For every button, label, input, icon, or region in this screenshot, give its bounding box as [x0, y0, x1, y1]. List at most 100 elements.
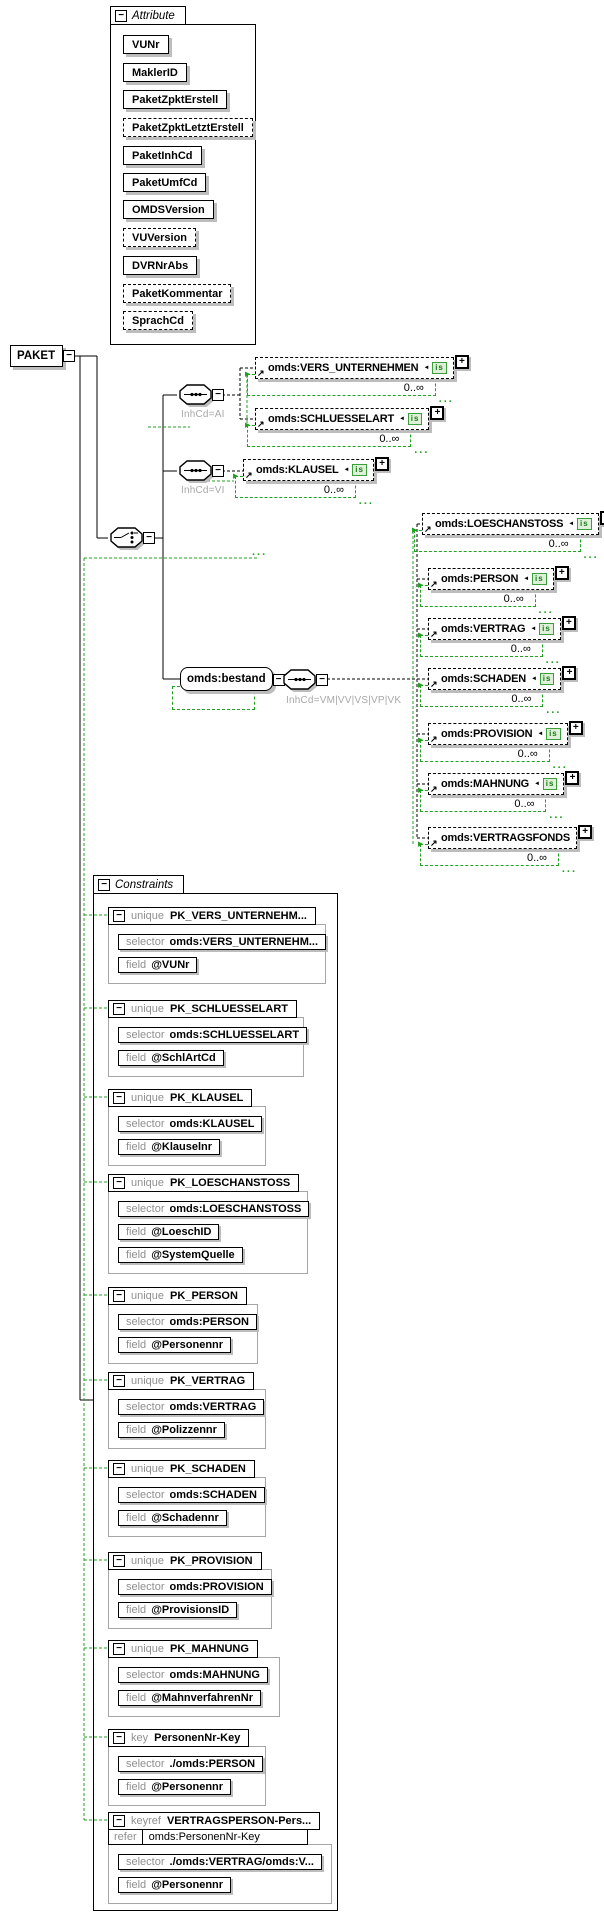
collapse-icon[interactable]: −: [113, 1177, 125, 1189]
attribute-paketzpkterstell[interactable]: PaketZpktErstell: [123, 90, 228, 109]
expand-icon[interactable]: +: [599, 511, 604, 525]
constraint-tab[interactable]: − unique PK_SCHADEN: [108, 1460, 255, 1478]
expand-icon[interactable]: +: [568, 721, 583, 735]
selector-row[interactable]: selector omds:SCHADEN: [118, 1487, 265, 1503]
selector-value: omds:LOESCHANSTOSS: [169, 1203, 302, 1215]
field-row[interactable]: field @VUNr: [118, 957, 198, 973]
field-row[interactable]: field @Personennr: [118, 1337, 232, 1353]
element-box[interactable]: ↗ omds:MAHNUNG ◄ is +: [428, 771, 580, 795]
field-row[interactable]: field @Polizzennr: [118, 1422, 225, 1438]
sequence-compositor-bestand[interactable]: −: [281, 666, 328, 694]
element-box[interactable]: ↗ omds:VERS_UNTERNEHMEN ◄ is +: [255, 355, 469, 379]
field-row[interactable]: field @Klauselnr: [118, 1139, 221, 1155]
element-box[interactable]: ↗ omds:PROVISION ◄ is +: [428, 721, 583, 745]
attribute-vunr[interactable]: VUNr: [123, 35, 169, 54]
element-box[interactable]: ↗ omds:SCHLUESSELART ◄ is +: [255, 406, 445, 430]
collapse-icon[interactable]: −: [143, 532, 155, 544]
element-box[interactable]: ↗ omds:PERSON ◄ is +: [428, 566, 569, 590]
element-box[interactable]: ↗ omds:VERTRAGSFONDS +: [428, 825, 593, 849]
selector-row[interactable]: selector omds:KLAUSEL: [118, 1116, 263, 1132]
collapse-icon[interactable]: −: [98, 878, 110, 891]
selector-row[interactable]: selector omds:PERSON: [118, 1314, 257, 1330]
collapse-icon[interactable]: −: [212, 389, 224, 401]
collapse-icon[interactable]: −: [113, 1375, 125, 1387]
collapse-icon[interactable]: −: [113, 1003, 125, 1015]
field-row[interactable]: field @LoeschID: [118, 1224, 220, 1240]
collapse-icon[interactable]: −: [113, 1290, 125, 1302]
element-box[interactable]: ↗ omds:VERTRAG ◄ is +: [428, 616, 576, 640]
selector-row[interactable]: selector ./omds:PERSON: [118, 1756, 264, 1772]
collapse-icon[interactable]: −: [63, 350, 75, 362]
constraint-tab[interactable]: − unique PK_KLAUSEL: [108, 1089, 253, 1107]
identity-constraint-badge: is: [532, 573, 547, 585]
selector-row[interactable]: selector omds:PROVISION: [118, 1579, 272, 1595]
selector-row[interactable]: selector omds:MAHNUNG: [118, 1667, 268, 1683]
selector-row[interactable]: selector omds:VERTRAG: [118, 1399, 265, 1415]
sequence-compositor-vi[interactable]: −: [177, 457, 224, 485]
sequence-compositor-ai[interactable]: −: [177, 381, 224, 409]
expand-icon[interactable]: +: [565, 771, 580, 785]
collapse-icon[interactable]: −: [113, 1555, 125, 1567]
element-paket[interactable]: PAKET −: [10, 345, 75, 367]
selector-value: omds:KLAUSEL: [169, 1118, 255, 1130]
constraint-tab[interactable]: − unique PK_VERS_UNTERNEHM...: [108, 907, 316, 925]
collapse-icon[interactable]: −: [113, 1092, 125, 1104]
attribute-paketkommentar[interactable]: PaketKommentar: [123, 284, 232, 303]
constraint-tab[interactable]: − key PersonenNr-Key: [108, 1729, 250, 1747]
element-box[interactable]: ↗ omds:LOESCHANSTOSS ◄ is +: [422, 511, 604, 535]
field-row[interactable]: field @Personennr: [118, 1779, 232, 1795]
collapse-icon[interactable]: −: [113, 1643, 125, 1655]
expand-icon[interactable]: +: [554, 566, 569, 580]
field-row[interactable]: field @Schadennr: [118, 1510, 227, 1526]
attribute-omdsversion[interactable]: OMDSVersion: [123, 200, 214, 219]
constraints-panel-tab[interactable]: − Constraints: [93, 875, 185, 894]
constraint-tab[interactable]: − unique PK_VERTRAG: [108, 1372, 255, 1390]
expand-icon[interactable]: +: [562, 666, 577, 680]
element-label: omds:SCHLUESSELART: [268, 413, 394, 425]
selector-row[interactable]: selector ./omds:VERTRAG/omds:V...: [118, 1854, 322, 1870]
constraint-tab[interactable]: − unique PK_PERSON: [108, 1287, 247, 1305]
occurrence-dots: ...: [252, 546, 268, 558]
expand-icon[interactable]: +: [454, 355, 469, 369]
collapse-icon[interactable]: −: [113, 1463, 125, 1475]
constraint-tab[interactable]: − unique PK_PROVISION: [108, 1552, 262, 1570]
expand-icon[interactable]: +: [561, 616, 576, 630]
element-box[interactable]: ↗ omds:SCHADEN ◄ is +: [428, 666, 577, 690]
selector-value: ./omds:PERSON: [169, 1758, 256, 1770]
collapse-icon[interactable]: −: [113, 910, 125, 922]
constraint-tab[interactable]: − unique PK_LOESCHANSTOSS: [108, 1174, 300, 1192]
selector-row[interactable]: selector omds:SCHLUESSELART: [118, 1027, 308, 1043]
attribute-vuversion[interactable]: VUVersion: [123, 228, 197, 247]
field-row[interactable]: field @SchlArtCd: [118, 1050, 224, 1066]
collapse-icon[interactable]: −: [113, 1815, 125, 1827]
attribute-sprachcd[interactable]: SprachCd: [123, 311, 193, 330]
field-row[interactable]: field @MahnverfahrenNr: [118, 1690, 261, 1706]
selector-row[interactable]: selector omds:VERS_UNTERNEHM...: [118, 934, 327, 950]
choice-compositor[interactable]: −: [108, 524, 155, 552]
constraint-pk-schaden: − unique PK_SCHADEN selector omds:SCHADE…: [108, 1458, 266, 1537]
attribute-maklerid[interactable]: MaklerID: [123, 63, 187, 82]
constraint-tab[interactable]: − keyref VERTRAGSPERSON-Pers...: [108, 1812, 321, 1830]
collapse-icon[interactable]: −: [212, 465, 224, 477]
occurrence-range: 0..∞: [526, 852, 548, 864]
selector-row[interactable]: selector omds:LOESCHANSTOSS: [118, 1201, 310, 1217]
expand-icon[interactable]: +: [374, 457, 389, 471]
element-bestand[interactable]: omds:bestand −: [180, 667, 285, 691]
expand-icon[interactable]: +: [578, 825, 593, 839]
attribute-dvrnrabs[interactable]: DVRNrAbs: [123, 256, 198, 275]
field-row[interactable]: field @Personennr: [118, 1877, 232, 1893]
constraint-kind: unique: [131, 1463, 165, 1475]
attribute-paketumfcd[interactable]: PaketUmfCd: [123, 173, 207, 192]
attribute-paketzpktletzterstell[interactable]: PaketZpktLetztErstell: [123, 118, 253, 137]
collapse-icon[interactable]: −: [115, 9, 127, 22]
attribute-panel-tab[interactable]: − Attribute: [110, 6, 186, 25]
field-row[interactable]: field @SystemQuelle: [118, 1247, 243, 1263]
element-box[interactable]: ↗ omds:KLAUSEL ◄ is +: [243, 457, 389, 481]
attribute-paketinhcd[interactable]: PaketInhCd: [123, 146, 202, 165]
collapse-icon[interactable]: −: [113, 1732, 125, 1744]
expand-icon[interactable]: +: [430, 406, 445, 420]
collapse-icon[interactable]: −: [316, 674, 328, 686]
constraint-tab[interactable]: − unique PK_SCHLUESSELART: [108, 1000, 298, 1018]
field-row[interactable]: field @ProvisionsID: [118, 1602, 238, 1618]
constraint-tab[interactable]: − unique PK_MAHNUNG: [108, 1640, 258, 1658]
